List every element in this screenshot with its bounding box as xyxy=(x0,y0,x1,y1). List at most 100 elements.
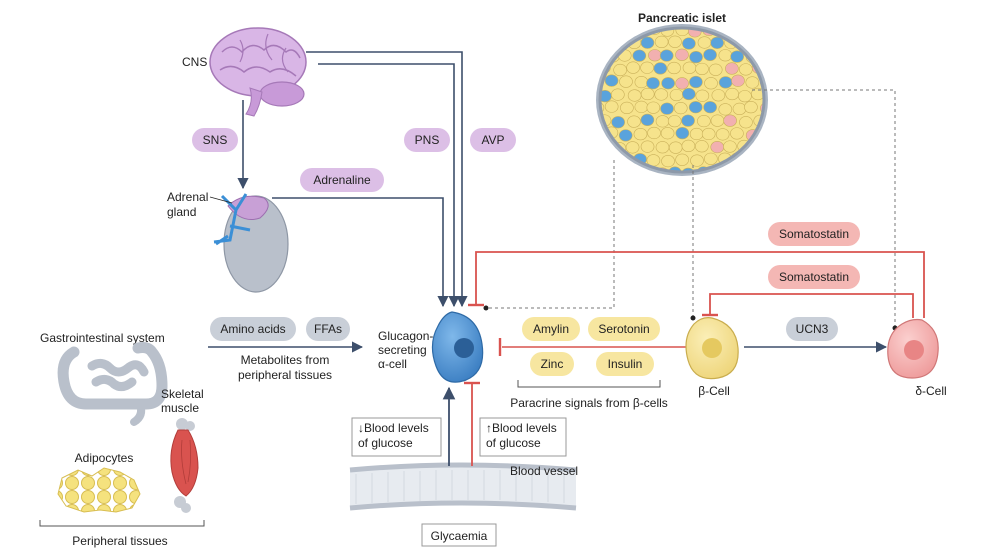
islet-cell xyxy=(619,75,633,88)
pancreatic-islet xyxy=(596,24,768,176)
islet-cell xyxy=(669,88,684,102)
islet-cell xyxy=(618,129,633,142)
svg-text:Insulin: Insulin xyxy=(608,357,643,371)
islet-cell xyxy=(604,28,619,36)
islet-cell xyxy=(648,49,662,62)
pill-amylin: Amylin xyxy=(522,317,580,341)
svg-text:of glucose: of glucose xyxy=(486,436,541,450)
islet-cell xyxy=(675,77,689,90)
islet-cell xyxy=(661,77,675,90)
islet-cell xyxy=(725,62,739,75)
islet-cell xyxy=(681,139,696,152)
adipocytes-label: Adipocytes xyxy=(75,451,134,465)
islet-cell xyxy=(604,74,619,87)
islet-cell xyxy=(730,127,744,140)
svg-text:Adrenaline: Adrenaline xyxy=(313,173,371,187)
somatostatin-alpha-line xyxy=(475,251,925,318)
beta-label: β-Cell xyxy=(698,384,730,398)
svg-text:Glycaemia: Glycaemia xyxy=(431,529,488,543)
islet-cell xyxy=(703,48,717,61)
pill-sns: SNS xyxy=(192,128,238,152)
islet-cell xyxy=(731,28,746,36)
islet-cell xyxy=(647,126,661,140)
pill-serotonin: Serotonin xyxy=(588,317,660,341)
intestine-icon xyxy=(57,342,168,426)
islet-cell xyxy=(697,114,711,128)
low-glucose-box: ↓Blood levels of glucose xyxy=(351,417,442,457)
islet-cell xyxy=(682,37,696,50)
islet-cell xyxy=(600,153,605,166)
islet-cell xyxy=(620,101,634,114)
islet-cell xyxy=(640,87,655,101)
connector-dot-beta xyxy=(690,315,696,321)
islet-cell xyxy=(633,128,648,141)
paracrine-bracket xyxy=(517,380,661,388)
adipocytes-icon xyxy=(57,467,141,513)
svg-text:Serotonin: Serotonin xyxy=(598,322,649,336)
svg-text:↑Blood levels: ↑Blood levels xyxy=(486,421,557,435)
islet-cell xyxy=(689,127,704,141)
alpha-cell xyxy=(431,311,484,383)
islet-cell xyxy=(682,61,697,74)
islet-cell xyxy=(613,63,627,77)
islet-cell xyxy=(751,166,764,172)
islet-cell xyxy=(695,140,709,153)
pill-amino-acids: Amino acids xyxy=(210,317,296,341)
svg-text:Amino acids: Amino acids xyxy=(220,322,285,336)
islet-cell xyxy=(723,166,737,172)
islet-cell xyxy=(681,114,695,127)
islet-cell xyxy=(659,49,674,62)
delta-cell xyxy=(887,318,939,379)
blood-vessel-icon xyxy=(349,462,577,511)
muscle-label-1: Skeletal xyxy=(161,387,204,401)
svg-text:UCN3: UCN3 xyxy=(796,322,829,336)
islet-cell xyxy=(627,167,642,172)
pill-ffas: FFAs xyxy=(306,317,350,341)
islet-cell xyxy=(688,101,703,114)
metabolites-label-2: peripheral tissues xyxy=(238,368,332,382)
adrenal-leader xyxy=(209,196,233,204)
islet-cell xyxy=(730,50,744,63)
islet-cell xyxy=(751,37,764,50)
islet-cell xyxy=(697,36,712,49)
svg-text:FFAs: FFAs xyxy=(314,322,342,336)
svg-text:Somatostatin: Somatostatin xyxy=(779,227,849,241)
islet-cell xyxy=(600,167,611,172)
islet-cell xyxy=(600,36,613,49)
alpha-label-2: secreting xyxy=(378,343,427,357)
islet-cell xyxy=(715,128,730,141)
adrenal-label-2: gland xyxy=(167,205,196,219)
islet-cell xyxy=(695,62,709,76)
islet-cell xyxy=(640,36,655,49)
muscle-label-2: muscle xyxy=(161,401,199,415)
islet-cell xyxy=(640,113,655,126)
islet-cell xyxy=(640,61,654,74)
islet-cell xyxy=(736,168,751,172)
islet-cell xyxy=(667,61,681,75)
islet-cell xyxy=(703,101,717,114)
islet-title: Pancreatic islet xyxy=(638,11,726,25)
pill-insulin: Insulin xyxy=(596,352,654,376)
islet-cell xyxy=(605,153,619,167)
islet-cell xyxy=(708,63,723,76)
islet-cell xyxy=(604,100,619,113)
islet-cell xyxy=(667,115,682,128)
islet-cell xyxy=(646,101,661,114)
islet-cell xyxy=(627,89,642,102)
svg-text:↓Blood levels: ↓Blood levels xyxy=(358,421,429,435)
islet-cell xyxy=(668,35,682,48)
metabolites-label-1: Metabolites from xyxy=(241,353,330,367)
islet-cell xyxy=(759,153,764,166)
skeletal-muscle-icon xyxy=(170,418,199,513)
islet-cell xyxy=(646,77,660,90)
islet-cell xyxy=(723,114,737,127)
svg-text:SNS: SNS xyxy=(203,133,228,147)
islet-cell xyxy=(611,88,625,101)
glycaemia-box: Glycaemia xyxy=(421,523,497,547)
islet-cell xyxy=(632,49,647,62)
beta-cell xyxy=(685,317,739,380)
islet-cell xyxy=(646,154,661,167)
islet-cell xyxy=(744,101,758,114)
